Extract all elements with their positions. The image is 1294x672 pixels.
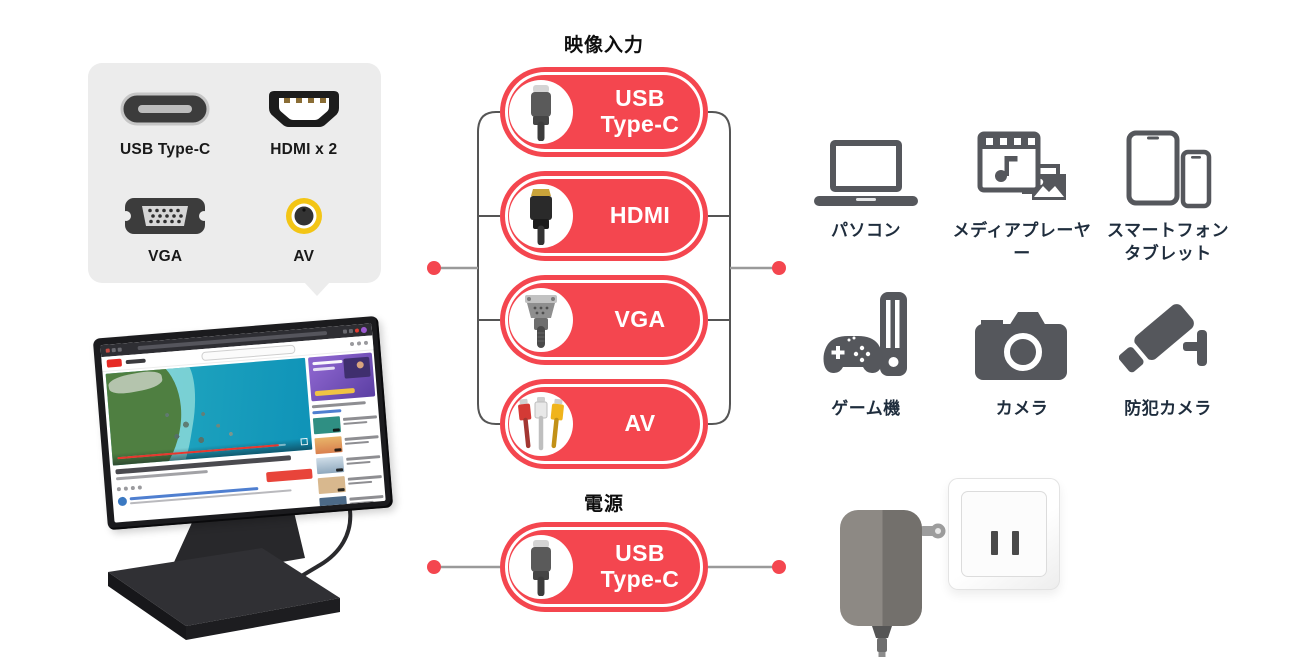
device-game-console: ゲーム機 (791, 286, 941, 421)
wall-outlet (948, 478, 1060, 590)
device-media-player: メディアプレーヤー (947, 108, 1097, 266)
port-label: AV (293, 248, 315, 265)
usb-c-connector-icon (509, 80, 573, 144)
video-input-title: 映像入力 (563, 35, 644, 56)
video-input-pill-vga: VGA (500, 275, 708, 365)
outlet-slot (1012, 531, 1019, 555)
right-video-endpoint-dot (772, 261, 786, 275)
power-title: 電源 (583, 494, 624, 515)
game-console-icon (820, 286, 912, 388)
port-av: AV (235, 192, 374, 283)
video-input-pill-av: AV (500, 379, 708, 469)
av-rca-cables-icon (509, 392, 573, 456)
device-smartphone-tablet: スマートフォン タブレット (1093, 108, 1243, 266)
laptop-icon (814, 108, 918, 210)
port-vga: VGA (96, 192, 235, 283)
usb-type-c-port-icon (120, 85, 210, 133)
device-label: カメラ (995, 399, 1049, 418)
pill-label: USB Type-C (600, 540, 680, 592)
video-input-pill-usb-type-c: USB Type-C (500, 67, 708, 157)
video-input-pill-hdmi: HDMI (500, 171, 708, 261)
hdmi-connector-icon (509, 184, 573, 248)
av-port-icon (284, 192, 324, 240)
device-security-camera: 防犯カメラ (1093, 286, 1243, 421)
security-camera-icon (1119, 286, 1217, 388)
device-camera: カメラ (947, 286, 1097, 421)
video-player (105, 357, 313, 466)
port-label: HDMI x 2 (270, 141, 338, 158)
port-label: USB Type-C (120, 141, 211, 158)
pill-label: AV (624, 410, 656, 437)
media-player-icon (976, 108, 1068, 210)
camera-icon (973, 286, 1071, 388)
pill-label: HDMI (609, 202, 671, 229)
monitor-bezel (92, 315, 394, 531)
subscribe-button (266, 468, 313, 483)
ac-adapter-icon (830, 502, 946, 662)
vga-port-icon (117, 192, 213, 240)
left-video-endpoint-dot (427, 261, 441, 275)
right-power-endpoint-dot (772, 560, 786, 574)
channel-avatar (117, 496, 128, 507)
power-pill-usb-type-c: USB Type-C (500, 522, 708, 612)
hdmi-port-icon (266, 85, 342, 133)
usb-c-connector-icon (509, 535, 573, 599)
vga-connector-icon (509, 288, 573, 352)
device-label: ゲーム機 (831, 399, 901, 418)
device-label: メディアプレーヤー (952, 221, 1092, 263)
device-label: スマートフォン タブレット (1107, 221, 1229, 263)
ports-callout-panel: USB Type-C HDMI x 2 (88, 63, 381, 296)
pill-label: USB Type-C (600, 85, 680, 137)
notification-dot (354, 328, 360, 333)
device-label: パソコン (831, 221, 901, 240)
monitor-screen (100, 323, 386, 523)
left-power-endpoint-dot (427, 560, 441, 574)
related-videos-sidebar (307, 350, 386, 515)
video-site-logo (106, 358, 123, 368)
port-hdmi: HDMI x 2 (235, 85, 374, 176)
device-label: 防犯カメラ (1124, 399, 1212, 418)
device-pc: パソコン (791, 108, 941, 243)
port-label: VGA (148, 248, 183, 265)
outlet-plate (961, 491, 1047, 577)
tablet-and-smartphone-icon (1124, 108, 1212, 210)
browser-avatar (360, 326, 368, 334)
outlet-slot (991, 531, 998, 555)
port-usb-type-c: USB Type-C (96, 85, 235, 176)
monitor-product-photo (60, 300, 420, 668)
fullscreen-icon (300, 437, 308, 446)
sidebar-ad (307, 352, 376, 402)
pill-label: VGA (614, 306, 666, 333)
